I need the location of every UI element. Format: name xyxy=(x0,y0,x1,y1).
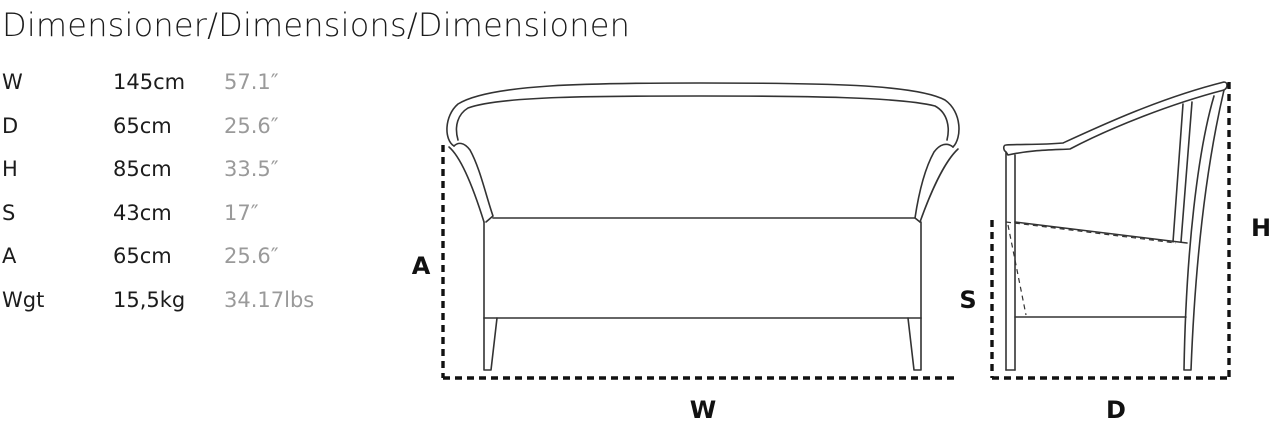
sofa-front-view xyxy=(446,82,960,371)
spec-metric-value: 65cm xyxy=(113,113,172,138)
sofa-left-arm xyxy=(453,142,494,223)
spec-metric-value: 85cm xyxy=(113,157,172,181)
spec-metric-value: 65cm xyxy=(113,244,172,268)
sofa-right-arm-outer xyxy=(919,148,959,223)
sofa-right-arm xyxy=(914,143,954,223)
dim-label-s: S xyxy=(959,286,976,314)
page-title: Dimensioner/Dimensions/Dimensionen xyxy=(2,6,631,44)
spec-imperial-value: 33.5″ xyxy=(224,157,279,181)
sofa-left-arm-outer xyxy=(448,146,485,223)
spec-key: D xyxy=(2,113,19,138)
chair-back-frame xyxy=(1183,89,1225,371)
dim-label-h: H xyxy=(1251,214,1271,242)
chair-back-slat xyxy=(1172,103,1184,243)
spec-metric-value: 43cm xyxy=(113,200,172,225)
sofa-right-leg xyxy=(907,317,922,371)
spec-key: S xyxy=(2,200,16,225)
sofa-left-leg xyxy=(483,317,498,371)
dim-label-w: W xyxy=(690,396,716,424)
chair-side-view xyxy=(1002,81,1228,371)
sofa-dimension-lines xyxy=(441,145,958,380)
chair-back-slat-inner xyxy=(1180,101,1193,243)
spec-key: Wgt xyxy=(2,287,45,312)
spec-metric-value: 145cm xyxy=(113,70,186,94)
sofa-back-inner xyxy=(455,95,950,141)
chair-cushion-dashes xyxy=(1005,221,1177,316)
spec-key: A xyxy=(2,244,17,268)
spec-imperial-value: 34.17lbs xyxy=(224,287,315,312)
spec-key: W xyxy=(2,70,23,94)
chair-cushion-top xyxy=(1005,221,1177,244)
dim-label-d: D xyxy=(1106,396,1126,424)
chair-armrest xyxy=(1002,81,1228,156)
dim-label-a: A xyxy=(412,252,431,280)
spec-imperial-value: 25.6″ xyxy=(224,244,279,268)
spec-key: H xyxy=(2,157,18,181)
sofa-top-rail xyxy=(446,82,960,148)
chair-cushion-side xyxy=(1007,224,1027,316)
chair-dimension-lines xyxy=(990,82,1231,380)
spec-imperial-value: 25.6″ xyxy=(224,113,279,138)
chair-seat-line xyxy=(1014,221,1188,244)
spec-imperial-value: 57.1″ xyxy=(224,70,279,94)
spec-imperial-value: 17″ xyxy=(224,200,259,225)
spec-metric-value: 15,5kg xyxy=(113,287,186,312)
